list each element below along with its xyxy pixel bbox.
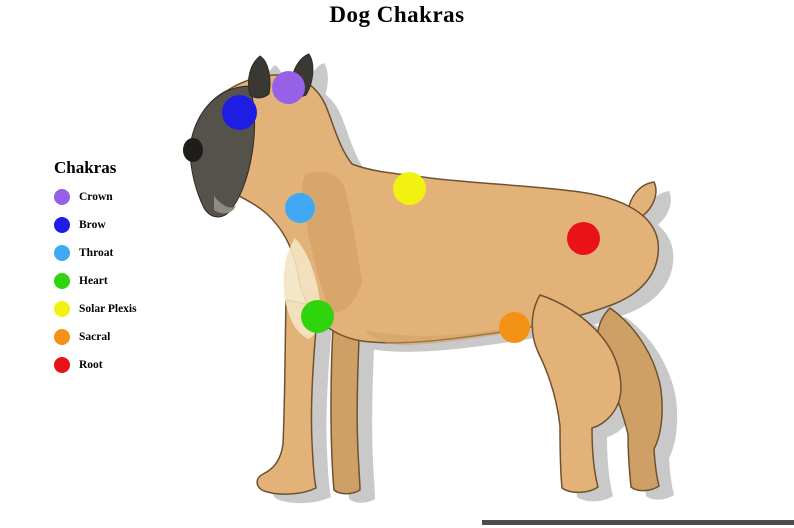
legend-label: Throat <box>79 247 114 259</box>
legend-color-dot <box>54 329 70 345</box>
legend-color-dot <box>54 357 70 373</box>
legend-label: Solar Plexis <box>79 303 137 315</box>
legend-color-dot <box>54 217 70 233</box>
legend-items: Crown Brow Throat Heart Solar Plexis Sac… <box>54 187 204 375</box>
legend-color-dot <box>54 245 70 261</box>
legend-item-brow: Brow <box>54 215 204 235</box>
dog-belly-shading <box>365 318 560 346</box>
legend-label: Sacral <box>79 331 111 343</box>
legend-item-sacral: Sacral <box>54 327 204 347</box>
chakra-legend: Chakras Crown Brow Throat Heart Solar Pl… <box>54 158 204 383</box>
legend-item-crown: Crown <box>54 187 204 207</box>
legend-item-heart: Heart <box>54 271 204 291</box>
legend-label: Brow <box>79 219 106 231</box>
dog-front-ear <box>247 55 271 99</box>
dog-body <box>189 74 660 344</box>
legend-color-dot <box>54 189 70 205</box>
ground-line <box>482 520 794 525</box>
legend-item-throat: Throat <box>54 243 204 263</box>
legend-item-solar-plexis: Solar Plexis <box>54 299 204 319</box>
legend-color-dot <box>54 301 70 317</box>
dog-neck-shading <box>301 171 362 313</box>
legend-label: Heart <box>79 275 108 287</box>
legend-label: Root <box>79 359 103 371</box>
page-title: Dog Chakras <box>329 2 465 27</box>
legend-label: Crown <box>79 191 113 203</box>
legend-item-root: Root <box>54 355 204 375</box>
dog-jowl-highlight <box>214 196 236 214</box>
legend-heading: Chakras <box>54 158 117 177</box>
legend-color-dot <box>54 273 70 289</box>
